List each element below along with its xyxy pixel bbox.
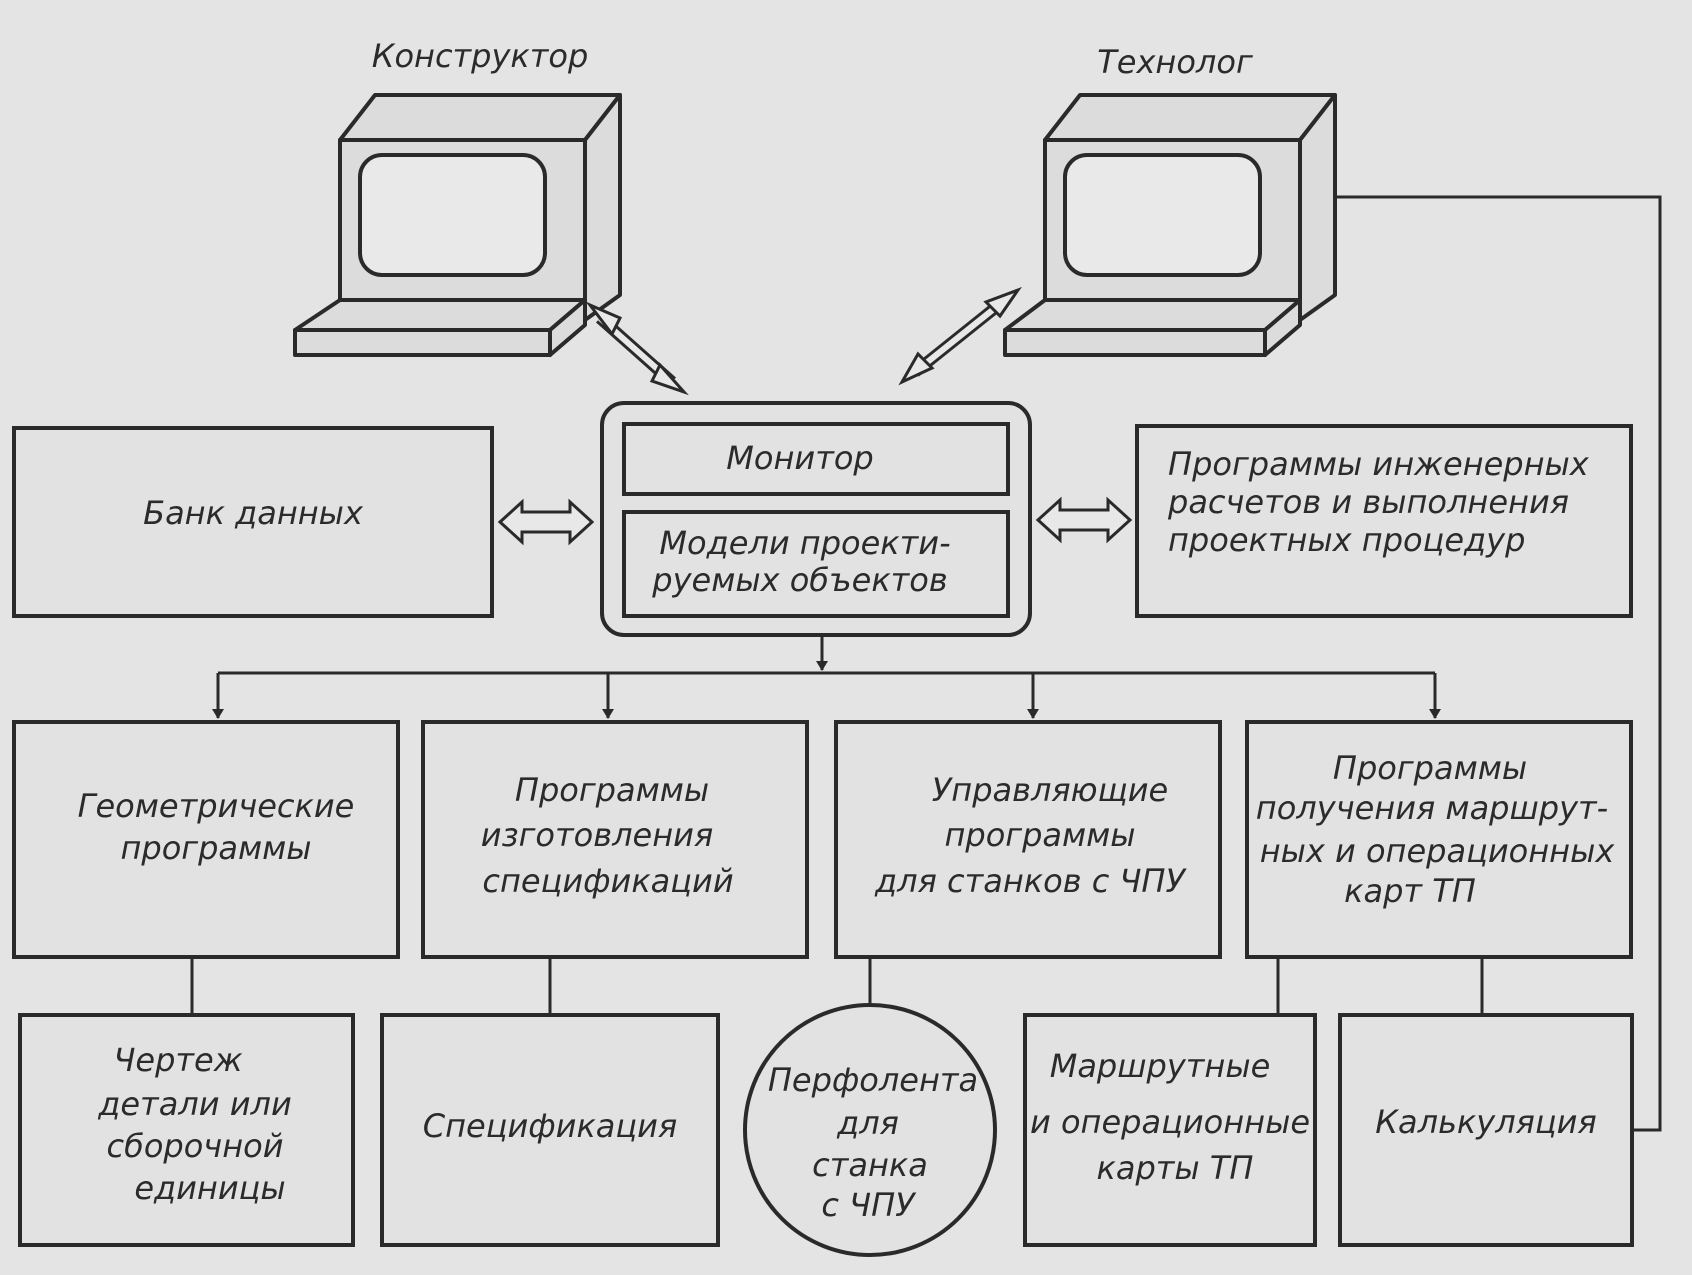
designer-workstation-icon — [293, 93, 622, 357]
engineering-link-arrow — [1035, 496, 1133, 544]
specification-prog-line3: спецификаций — [482, 862, 733, 900]
data-bank-box — [12, 426, 494, 618]
data-bank-label: Банк данных — [143, 494, 364, 532]
geometric-programs-box — [12, 720, 400, 959]
data-bank-link-arrow — [497, 498, 595, 546]
specification-prog-line2: изготовления — [481, 816, 713, 854]
route-prog-line3: ных и операционных — [1260, 832, 1616, 870]
specification-programs-box — [421, 720, 809, 959]
monitor-label: Монитор — [726, 439, 873, 477]
specification-prog-line1: Программы — [515, 771, 709, 809]
route-cards-line3: карты ТП — [1097, 1149, 1254, 1187]
route-programs-box — [1245, 720, 1633, 959]
tape-label-line1: Перфолента — [768, 1061, 978, 1099]
engineering-label-line2: расчетов и выполнения — [1167, 483, 1569, 521]
engineering-label-line3: проектных процедур — [1168, 521, 1525, 559]
geometric-label-line2: программы — [120, 829, 311, 867]
specification-label: Спецификация — [423, 1107, 677, 1145]
drawing-label-line1: Чертеж — [113, 1041, 242, 1079]
route-cards-line2: и операционные — [1030, 1103, 1310, 1141]
tape-label-line3: станка — [812, 1146, 928, 1184]
technologist-label: Технолог — [1097, 43, 1253, 81]
models-label-line1: Модели проекти- — [659, 524, 950, 562]
route-prog-line4: карт ТП — [1344, 872, 1476, 910]
geometric-label-line1: Геометрические — [78, 787, 355, 825]
technologist-workstation-icon — [1003, 93, 1337, 357]
technologist-link-arrow — [898, 286, 1022, 386]
route-cards-box — [1023, 1013, 1317, 1247]
costing-box — [1338, 1013, 1634, 1247]
costing-label: Калькуляция — [1375, 1103, 1596, 1141]
drawing-label-line3: сборочной — [107, 1127, 284, 1165]
route-prog-line1: Программы — [1333, 749, 1527, 787]
designer-link-arrow — [585, 301, 689, 396]
cnc-programs-box — [834, 720, 1222, 959]
technologist-to-costing-line — [1335, 195, 1662, 1132]
monitor-box — [622, 422, 1010, 496]
tape-label-line4: с ЧПУ — [821, 1186, 917, 1224]
tape-label-line2: для — [836, 1104, 899, 1142]
specification-box — [380, 1013, 720, 1247]
drawing-label-line2: детали или — [97, 1085, 292, 1123]
drawing-box — [18, 1013, 355, 1247]
route-prog-line2: получения маршрут- — [1256, 789, 1608, 827]
designer-label: Конструктор — [372, 37, 589, 75]
cnc-label-line2: программы — [944, 816, 1135, 854]
cnc-label-line3: для станков с ЧПУ — [874, 862, 1187, 900]
models-label-line2: руемых объектов — [651, 561, 947, 599]
models-box — [622, 510, 1010, 618]
cnc-label-line1: Управляющие — [932, 771, 1168, 809]
route-cards-line1: Маршрутные — [1050, 1047, 1271, 1085]
engineering-label-line1: Программы инженерных — [1168, 445, 1590, 483]
punched-tape-circle — [743, 1003, 997, 1257]
drawing-label-line4: единицы — [134, 1169, 285, 1207]
engineering-programs-box — [1135, 424, 1633, 618]
